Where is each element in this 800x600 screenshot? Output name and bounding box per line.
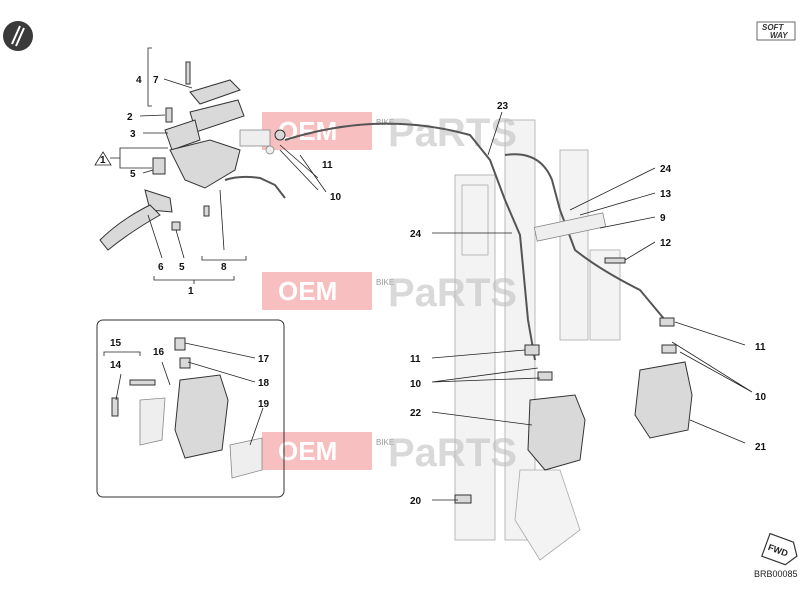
callout-7: 7 xyxy=(153,75,159,86)
callout-17: 17 xyxy=(258,354,270,365)
watermark-parts: PaRTS xyxy=(388,431,517,475)
callout-21: 21 xyxy=(755,442,767,453)
watermark-middle: OEM BIKE PaRTS xyxy=(262,271,517,315)
callout-19: 19 xyxy=(258,399,270,410)
caliper-kit-inset xyxy=(96,319,285,498)
callout-9: 9 xyxy=(660,213,666,224)
watermark-bike: BIKE xyxy=(376,118,394,127)
callout-11-left: 11 xyxy=(410,354,421,365)
callout-23: 23 xyxy=(497,101,509,112)
pump-body xyxy=(169,139,241,189)
callout-5-lower: 5 xyxy=(179,262,185,273)
reservoir-cap xyxy=(189,79,241,105)
callout-3: 3 xyxy=(130,129,136,140)
logo-line1: SOFT xyxy=(762,23,784,32)
bushing xyxy=(171,221,181,231)
watermark-bottom: OEM BIKE PaRTS xyxy=(262,431,517,475)
group-bracket-15 xyxy=(103,351,141,356)
group-bracket-8 xyxy=(201,256,247,261)
reference-triangle-icon: 1 xyxy=(94,151,112,166)
reference-1: 1 xyxy=(100,155,106,166)
callout-13: 13 xyxy=(660,189,672,200)
watermark-oem: OEM xyxy=(278,116,337,146)
callout-8: 8 xyxy=(221,262,227,273)
callout-24-left: 24 xyxy=(410,229,422,240)
brake-lever xyxy=(99,204,161,251)
watermark-oem: OEM xyxy=(278,436,337,466)
callout-11-right: 11 xyxy=(755,342,766,353)
callout-22: 22 xyxy=(410,408,422,419)
callout-10-top: 10 xyxy=(330,192,342,203)
forward-arrow-icon: FWD xyxy=(761,532,798,566)
watermark-top: OEM BIKE PaRTS xyxy=(262,111,517,155)
group-bracket-4 xyxy=(147,47,152,107)
callout-10-left: 10 xyxy=(410,379,422,390)
screw-2 xyxy=(165,107,173,123)
group-bracket-1 xyxy=(153,276,235,284)
callout-12: 12 xyxy=(660,238,672,249)
callout-20: 20 xyxy=(410,496,422,507)
callout-1: 1 xyxy=(188,286,194,297)
corner-emblem-icon xyxy=(3,21,33,51)
callout-14: 14 xyxy=(110,360,122,371)
switch-screw xyxy=(203,205,210,217)
pin-5 xyxy=(152,157,166,175)
watermark-parts: PaRTS xyxy=(388,111,517,155)
watermark-parts: PaRTS xyxy=(388,271,517,315)
diagram-code: BRB00085 xyxy=(754,569,798,579)
watermark-bike: BIKE xyxy=(376,438,394,447)
callout-15: 15 xyxy=(110,338,122,349)
callout-16: 16 xyxy=(153,347,165,358)
banjo-fitting xyxy=(239,129,271,147)
caliper-bolt xyxy=(454,494,472,504)
left-caliper xyxy=(454,344,586,504)
callout-24-right: 24 xyxy=(660,164,672,175)
leader-lines xyxy=(110,78,753,501)
callout-11-top: 11 xyxy=(322,160,333,171)
callout-4: 4 xyxy=(136,75,142,86)
logo-line2: WAY xyxy=(770,31,788,40)
master-cylinder-assembly xyxy=(99,61,286,251)
callout-2: 2 xyxy=(127,112,133,123)
brake-hoses xyxy=(284,122,666,361)
watermark-oem: OEM xyxy=(278,276,337,306)
callout-18: 18 xyxy=(258,378,270,389)
softway-logo: SOFT WAY xyxy=(756,21,796,41)
cap-screw xyxy=(185,61,191,85)
callout-5-upper: 5 xyxy=(130,169,136,180)
front-fork-outline xyxy=(454,119,621,561)
clamp xyxy=(164,119,201,151)
callout-numbers: 4 7 2 3 1 5 6 5 8 1 11 10 23 24 13 9 12 … xyxy=(94,75,767,507)
callout-10-right: 10 xyxy=(755,392,767,403)
callout-6: 6 xyxy=(158,262,164,273)
hose-bracket xyxy=(533,212,607,242)
right-caliper xyxy=(634,317,693,439)
watermark-bike: BIKE xyxy=(376,278,394,287)
reservoir xyxy=(189,99,245,133)
